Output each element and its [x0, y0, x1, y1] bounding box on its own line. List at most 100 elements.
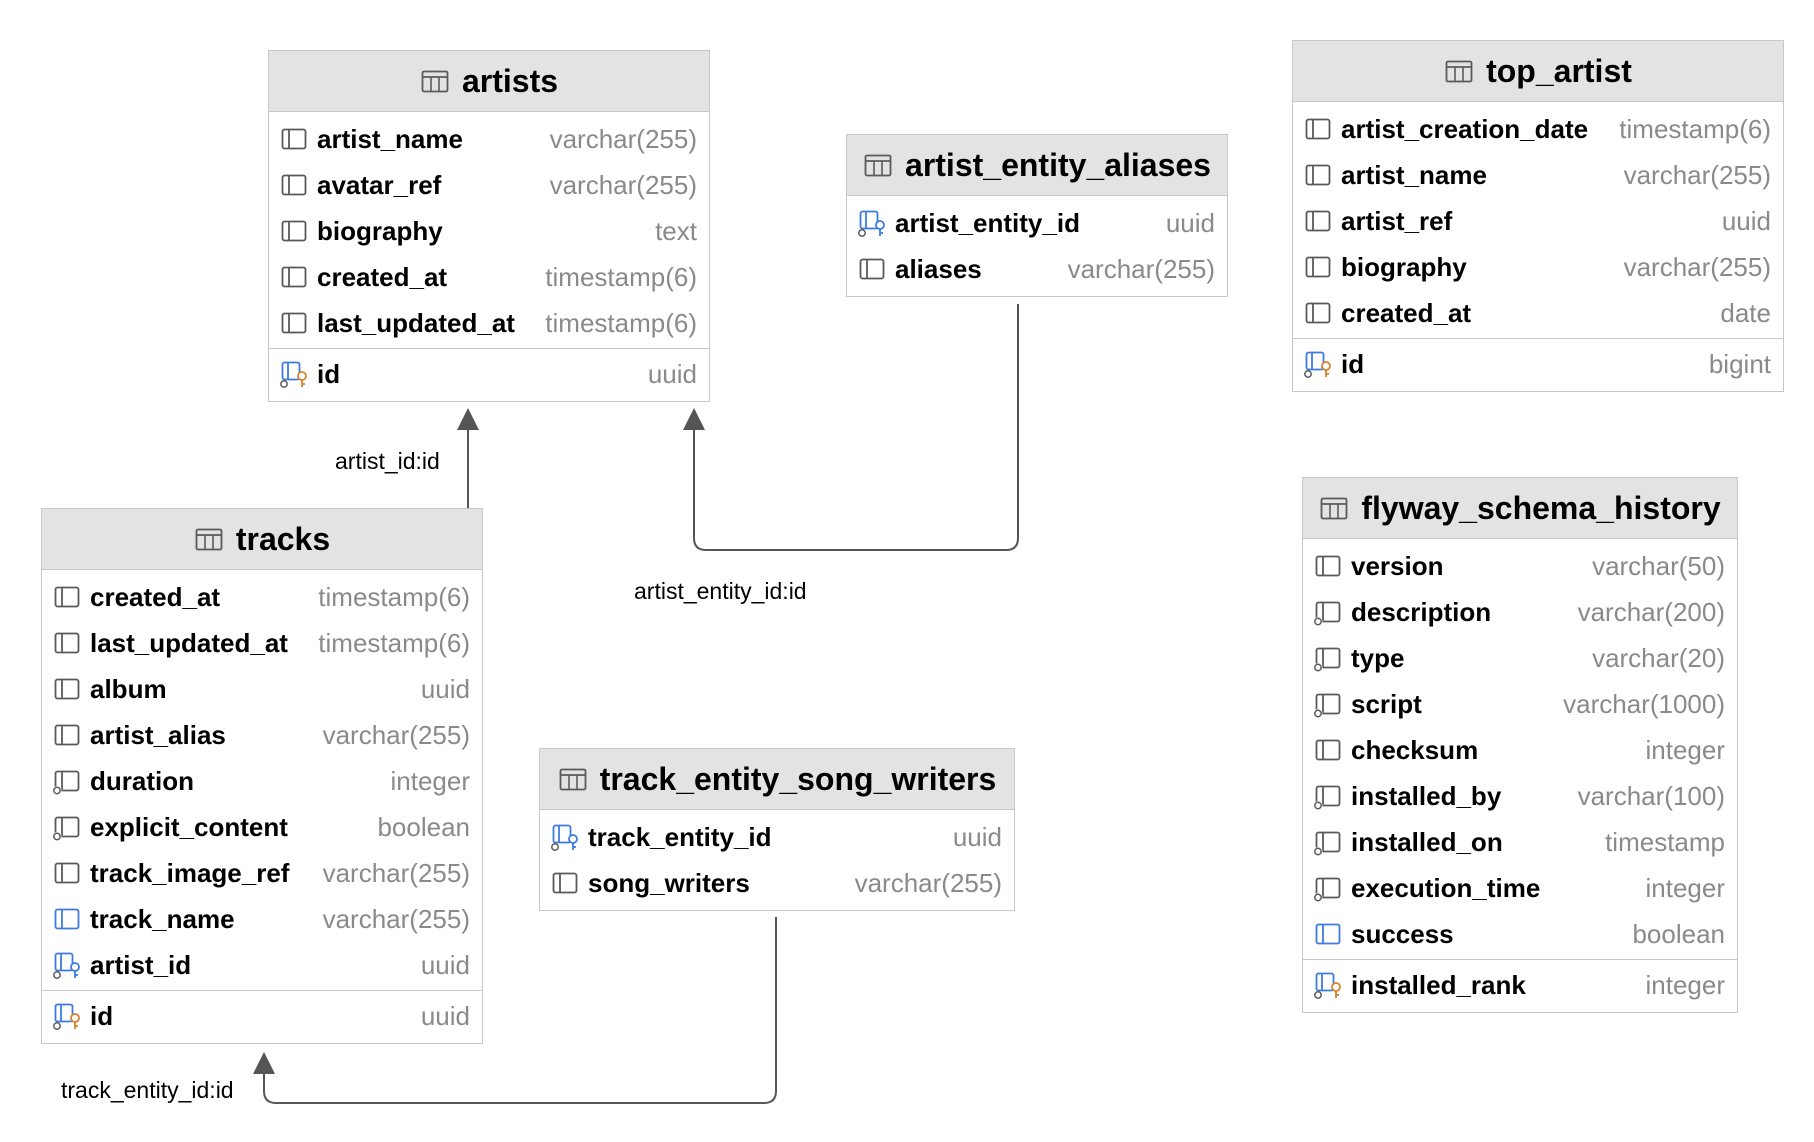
column-name: created_at — [317, 261, 448, 292]
column-name: last_updated_at — [317, 307, 515, 338]
table-header[interactable]: tracks — [42, 509, 482, 570]
column-icon — [279, 124, 309, 154]
table-header[interactable]: artists — [269, 51, 709, 112]
column-type: timestamp(6) — [1619, 113, 1771, 144]
primary-key-icon — [1303, 349, 1333, 379]
relation-line-aliases-artists[interactable] — [683, 304, 1019, 551]
column-name: description — [1351, 596, 1492, 627]
column-type: varchar(20) — [1592, 642, 1725, 673]
column-icon — [52, 858, 82, 888]
table-header[interactable]: flyway_schema_history — [1303, 478, 1737, 539]
primary-key-icon — [52, 1001, 82, 1031]
column-type: uuid — [952, 821, 1002, 852]
column-type: timestamp(6) — [545, 261, 697, 292]
column-name: success — [1351, 918, 1454, 949]
arrow-head-icon — [457, 408, 479, 430]
table-header[interactable]: artist_entity_aliases — [847, 135, 1227, 196]
table-icon — [1445, 60, 1473, 83]
column-row[interactable]: created_at timestamp(6) — [269, 254, 709, 300]
column-icon — [52, 674, 82, 704]
column-type: varchar(255) — [322, 719, 470, 750]
table-title: artists — [461, 62, 559, 99]
table-header[interactable]: top_artist — [1293, 41, 1783, 102]
not-null-column-icon — [1313, 827, 1343, 857]
column-type: integer — [1645, 872, 1726, 903]
column-type: varchar(255) — [322, 903, 470, 934]
column-icon — [1303, 206, 1333, 236]
not-null-column-icon — [1313, 689, 1343, 719]
not-null-column-icon — [52, 812, 82, 842]
table-header[interactable]: track_entity_song_writers — [540, 749, 1014, 810]
column-row[interactable]: track_entity_id uuid — [540, 814, 1014, 860]
column-icon — [52, 628, 82, 658]
table-title: tracks — [235, 520, 331, 557]
relation-line-tracks-artists[interactable] — [457, 408, 479, 508]
table-icon — [864, 154, 892, 177]
not-null-column-icon — [1313, 597, 1343, 627]
column-type: varchar(100) — [1577, 780, 1725, 811]
column-icon — [857, 254, 887, 284]
column-name: script — [1351, 688, 1422, 719]
column-name: aliases — [895, 253, 982, 284]
column-type: varchar(255) — [322, 857, 470, 888]
column-name: artist_name — [317, 123, 463, 154]
column-type: date — [1720, 297, 1771, 328]
column-icon — [52, 582, 82, 612]
column-type: varchar(50) — [1592, 550, 1725, 581]
column-type: bigint — [1708, 348, 1771, 379]
column-name: biography — [1341, 251, 1467, 282]
column-icon — [1313, 735, 1343, 765]
column-icon — [1303, 160, 1333, 190]
table-track-entity-song-writers[interactable]: track_entity_song_writers track_entity_i… — [539, 748, 1015, 911]
not-null-column-icon — [1313, 873, 1343, 903]
column-type: varchar(255) — [1623, 159, 1771, 190]
column-icon — [52, 720, 82, 750]
column-name: track_entity_id — [588, 821, 772, 852]
table-title: artist_entity_aliases — [905, 146, 1211, 183]
key-divider — [1293, 338, 1783, 339]
column-icon — [1303, 298, 1333, 328]
